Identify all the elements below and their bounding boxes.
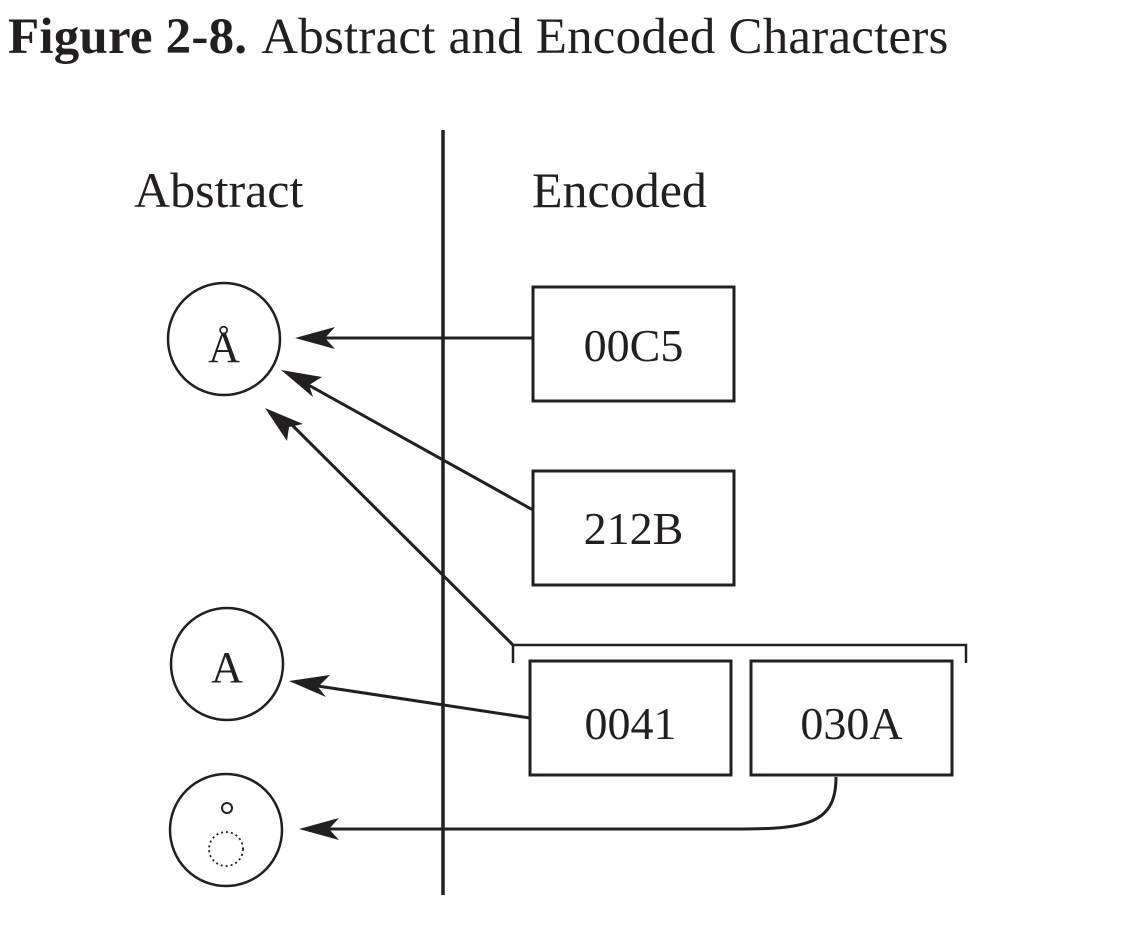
figure-caption: Figure 2-8.Abstract and Encoded Characte… <box>8 2 949 72</box>
arrow-sequence-line <box>285 418 515 647</box>
ring-mark <box>221 802 233 814</box>
arrowhead-sequence <box>265 408 303 441</box>
code-212B: 212B <box>584 503 684 554</box>
code-box-212B <box>531 469 736 587</box>
figure-title: Abstract and Encoded Characters <box>261 9 949 65</box>
abstract-ring-circle <box>168 772 284 888</box>
sequence-bracket <box>511 643 968 663</box>
abstract-a-ring-char: Å <box>208 323 240 372</box>
encoded-heading: Encoded <box>532 162 707 218</box>
figure-label: Figure 2-8. <box>8 9 248 65</box>
code-00C5: 00C5 <box>584 320 684 371</box>
code-box-0041 <box>528 659 733 777</box>
code-030A: 030A <box>800 698 902 749</box>
arrow-212B-line <box>302 380 534 512</box>
abstract-a-char: A <box>211 643 243 692</box>
dotted-base-placeholder <box>208 831 244 867</box>
code-box-00C5 <box>531 285 736 403</box>
code-box-030A <box>749 659 954 777</box>
arrow-0041-line <box>310 683 531 720</box>
abstract-a-circle <box>169 606 285 722</box>
arrow-030A-line <box>322 776 838 831</box>
arrowhead-212B <box>281 370 322 397</box>
abstract-a-ring-circle <box>166 281 282 397</box>
code-0041: 0041 <box>585 698 677 749</box>
arrowhead-00C5 <box>295 327 335 349</box>
abstract-heading: Abstract <box>134 162 303 218</box>
arrowhead-0041 <box>289 675 330 697</box>
combining-ring-glyph <box>208 802 244 867</box>
arrowhead-030A <box>299 818 339 840</box>
